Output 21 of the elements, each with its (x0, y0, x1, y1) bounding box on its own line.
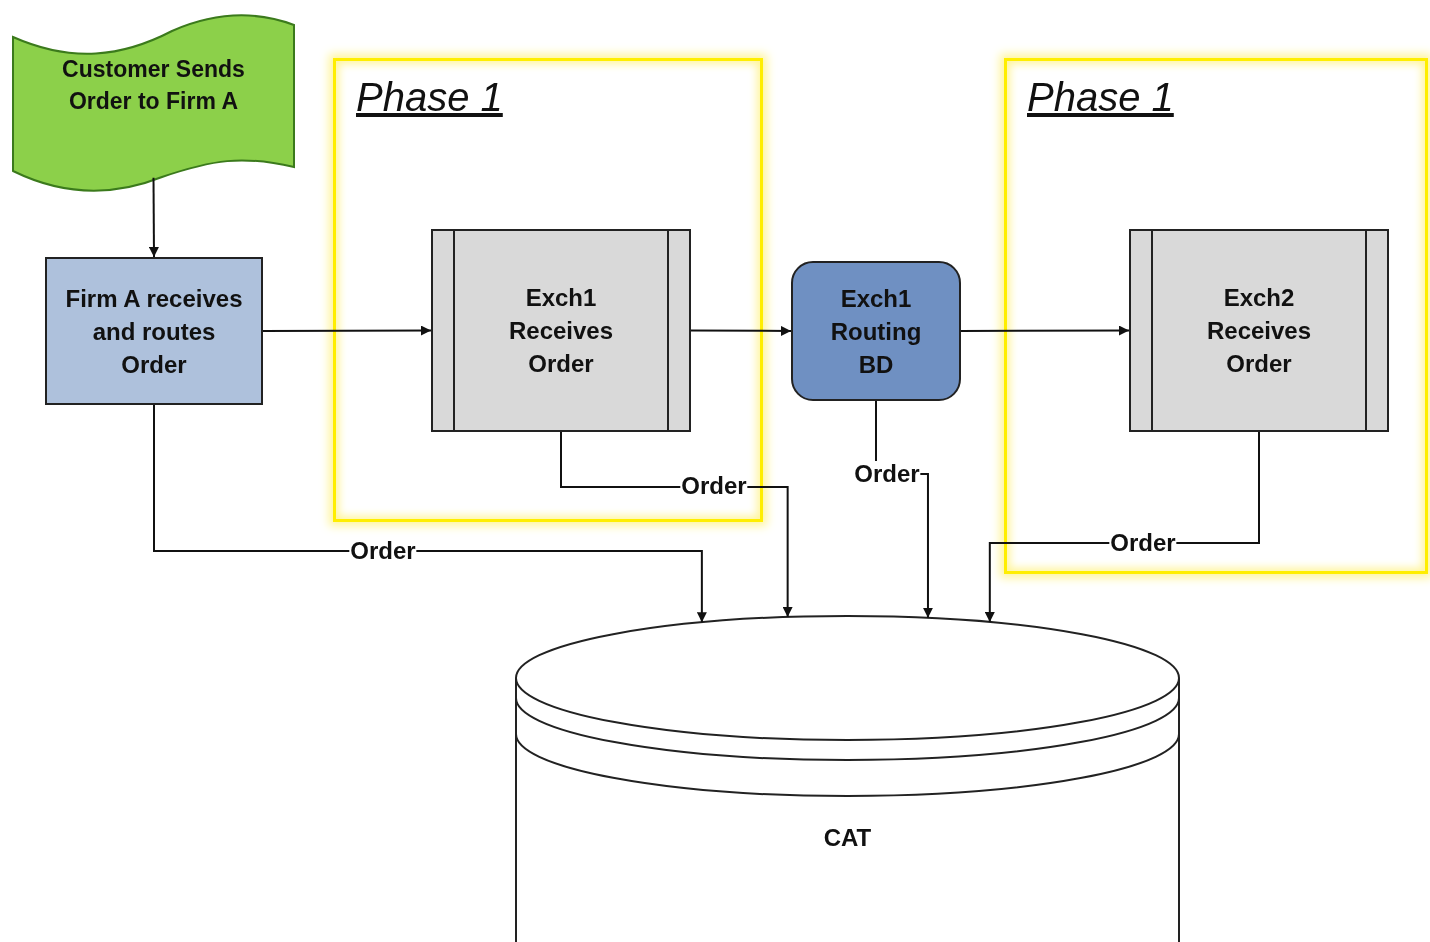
rounded-process-box (791, 261, 961, 401)
phase-title: Phase 1 (356, 74, 503, 121)
node-text: Firm A receives and routes Order (64, 283, 244, 380)
phase-title: Phase 1 (1027, 74, 1174, 121)
process-box (45, 257, 263, 405)
predefined-process-box (1129, 229, 1389, 432)
document-shape (12, 15, 295, 190)
node-text: Exch1 Routing BD (829, 283, 923, 380)
connector-arrow (148, 176, 159, 258)
connector-arrow (153, 404, 707, 624)
connector-arrow (262, 325, 432, 336)
connector-arrow (690, 325, 792, 336)
phase-region (1004, 58, 1428, 574)
node-text: Customer Sends Order to Firm A (61, 55, 246, 116)
connector-arrow (960, 325, 1130, 336)
predefined-process-box (431, 229, 691, 432)
phase-region (333, 58, 763, 522)
node-text: Exch2 Receives Order (1205, 283, 1313, 379)
node-text: CAT (823, 823, 872, 853)
database-cylinder (515, 615, 1180, 942)
node-text: Exch1 Receives Order (507, 283, 615, 379)
